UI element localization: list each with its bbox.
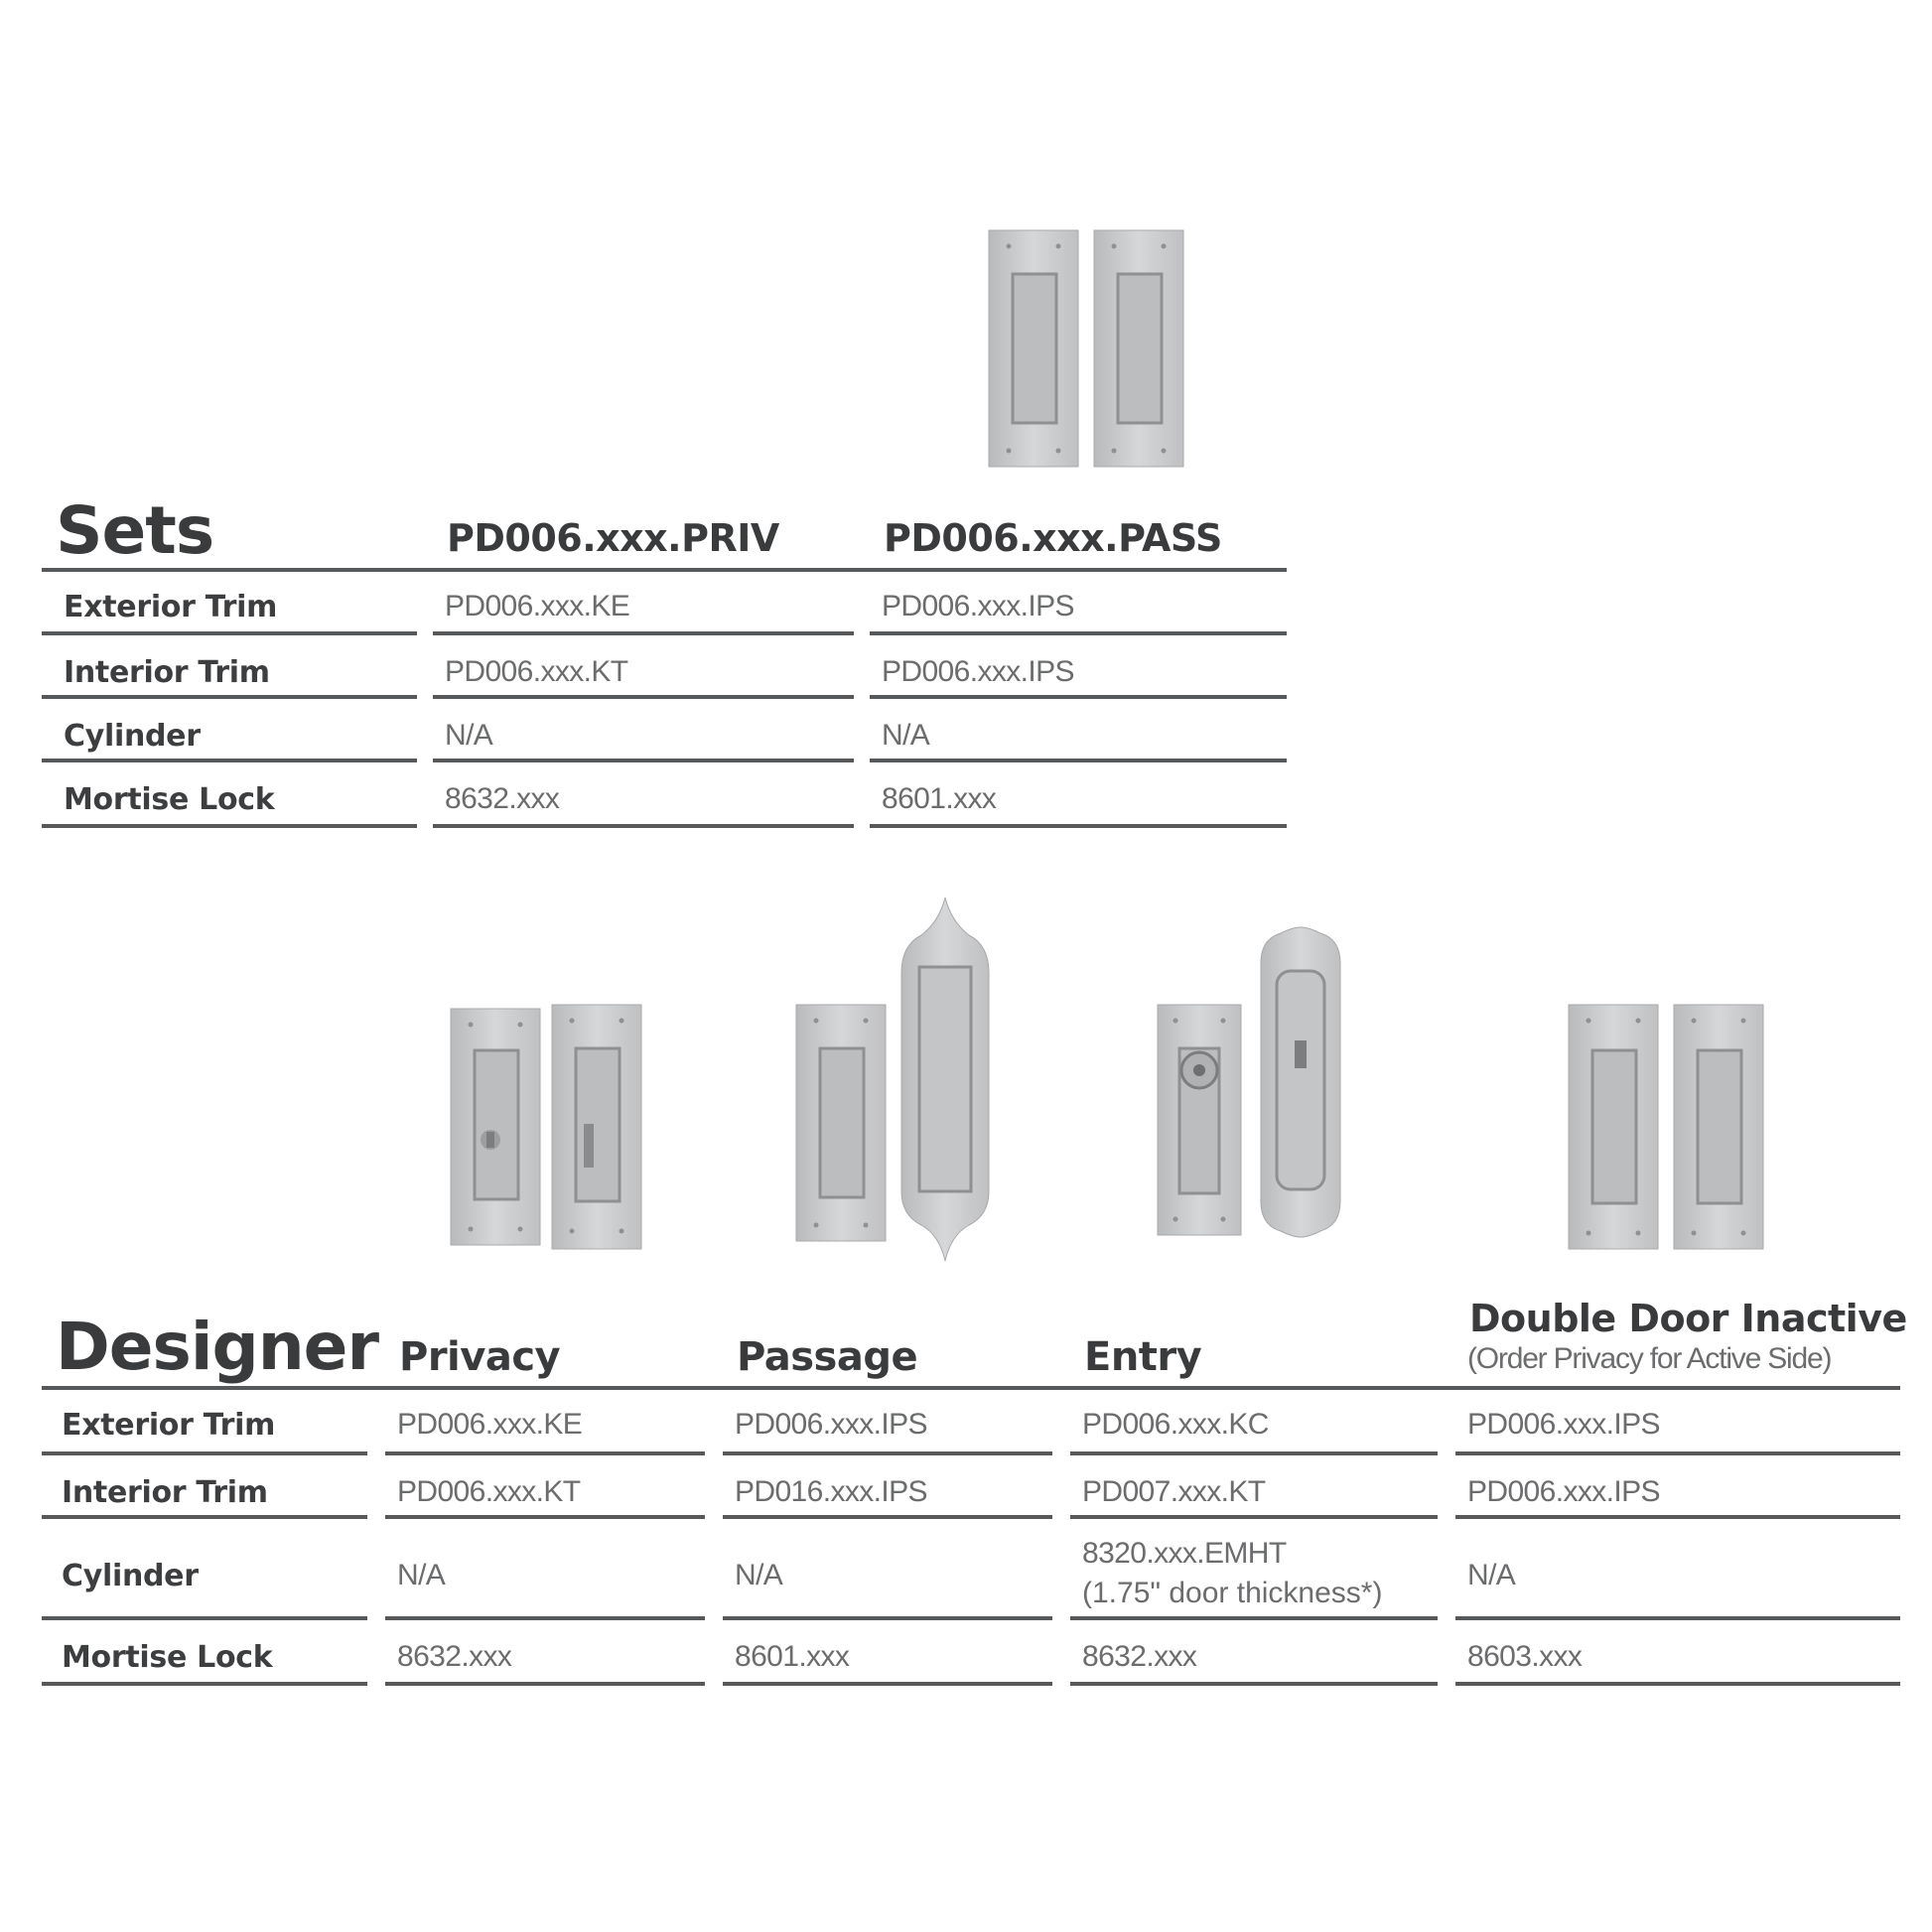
- designer-col-passage: Passage: [737, 1334, 918, 1380]
- designer-cell: PD006.xxx.IPS: [735, 1408, 928, 1441]
- sets-row-label: Mortise Lock: [64, 782, 275, 817]
- designer-cell: N/A: [1467, 1559, 1516, 1591]
- designer-row-label: Exterior Trim: [62, 1408, 276, 1443]
- sets-col-priv: PD006.xxx.PRIV: [447, 516, 779, 560]
- designer-rule: [1070, 1515, 1438, 1519]
- designer-title: Designer: [56, 1309, 379, 1385]
- designer-rule: [1070, 1451, 1438, 1455]
- designer-rule: [385, 1616, 705, 1620]
- sets-cell: PD006.xxx.KT: [445, 655, 628, 688]
- sets-rule: [870, 695, 1287, 699]
- sets-row-label: Interior Trim: [64, 655, 270, 690]
- designer-cell: PD016.xxx.IPS: [735, 1475, 928, 1508]
- sets-rule: [870, 631, 1287, 635]
- sets-cell: N/A: [445, 719, 493, 752]
- sets-rule: [870, 824, 1287, 828]
- designer-rule: [1455, 1682, 1900, 1686]
- designer-rule: [1455, 1616, 1900, 1620]
- designer-col-double-door: Double Door Inactive: [1469, 1297, 1907, 1340]
- privacy-pulls-image: [450, 1004, 642, 1250]
- designer-cell: PD006.xxx.KT: [397, 1475, 581, 1508]
- designer-rule: [723, 1616, 1052, 1620]
- sets-row-label: Exterior Trim: [64, 590, 278, 624]
- designer-rule: [42, 1451, 367, 1455]
- designer-rule: [42, 1682, 367, 1686]
- sets-rule: [433, 695, 854, 699]
- sets-row-label: Cylinder: [64, 719, 201, 754]
- sets-cell: PD006.xxx.KE: [445, 590, 630, 622]
- designer-rule: [385, 1451, 705, 1455]
- designer-cell: PD007.xxx.KT: [1082, 1475, 1266, 1508]
- designer-col-double-door-note: (Order Privacy for Active Side): [1467, 1342, 1832, 1375]
- designer-cell: PD006.xxx.IPS: [1467, 1408, 1661, 1441]
- designer-rule: [723, 1451, 1052, 1455]
- sets-col-pass: PD006.xxx.PASS: [884, 516, 1222, 560]
- sets-rule: [433, 824, 854, 828]
- sets-rule: [433, 631, 854, 635]
- entry-pulls-image: [1157, 926, 1341, 1238]
- designer-cell-entry-note: (1.75" door thickness*): [1082, 1577, 1383, 1609]
- designer-rule: [723, 1515, 1052, 1519]
- sets-cell: PD006.xxx.IPS: [882, 590, 1075, 622]
- designer-rule: [1070, 1616, 1438, 1620]
- designer-cell: 8601.xxx: [735, 1640, 850, 1673]
- designer-rule: [1070, 1682, 1438, 1686]
- designer-header-rule: [42, 1386, 1900, 1390]
- sets-rule: [42, 824, 417, 828]
- designer-cell: PD006.xxx.IPS: [1467, 1475, 1661, 1508]
- sets-rule: [433, 759, 854, 762]
- sets-pass-pulls-image: [988, 229, 1184, 468]
- sets-rule: [42, 631, 417, 635]
- designer-rule: [1455, 1515, 1900, 1519]
- sets-cell: 8601.xxx: [882, 782, 997, 815]
- designer-cell: 8603.xxx: [1467, 1640, 1583, 1673]
- sets-cell: N/A: [882, 719, 930, 752]
- designer-rule: [1455, 1451, 1900, 1455]
- sets-cell: PD006.xxx.IPS: [882, 655, 1075, 688]
- designer-rule: [723, 1682, 1052, 1686]
- designer-cell: 8320.xxx.EMHT: [1082, 1537, 1287, 1570]
- sets-header-rule: [42, 568, 1287, 572]
- designer-rule: [42, 1616, 367, 1620]
- sets-rule: [42, 759, 417, 762]
- designer-col-entry: Entry: [1084, 1334, 1202, 1380]
- designer-rule: [385, 1515, 705, 1519]
- designer-cell: 8632.xxx: [1082, 1640, 1197, 1673]
- designer-row-label: Cylinder: [62, 1559, 199, 1593]
- designer-cell: PD006.xxx.KE: [397, 1408, 583, 1441]
- designer-cell: PD006.xxx.KC: [1082, 1408, 1269, 1441]
- sets-title: Sets: [56, 492, 214, 569]
- designer-rule: [385, 1682, 705, 1686]
- designer-col-privacy: Privacy: [399, 1334, 561, 1380]
- sets-rule: [42, 695, 417, 699]
- sets-rule: [870, 759, 1287, 762]
- designer-cell: N/A: [397, 1559, 446, 1591]
- designer-row-label: Mortise Lock: [62, 1640, 273, 1675]
- designer-cell: N/A: [735, 1559, 783, 1591]
- passage-pulls-image: [795, 897, 990, 1262]
- designer-cell: 8632.xxx: [397, 1640, 512, 1673]
- designer-row-label: Interior Trim: [62, 1475, 268, 1510]
- sets-cell: 8632.xxx: [445, 782, 560, 815]
- double-door-pulls-image: [1568, 1004, 1764, 1250]
- designer-rule: [42, 1515, 367, 1519]
